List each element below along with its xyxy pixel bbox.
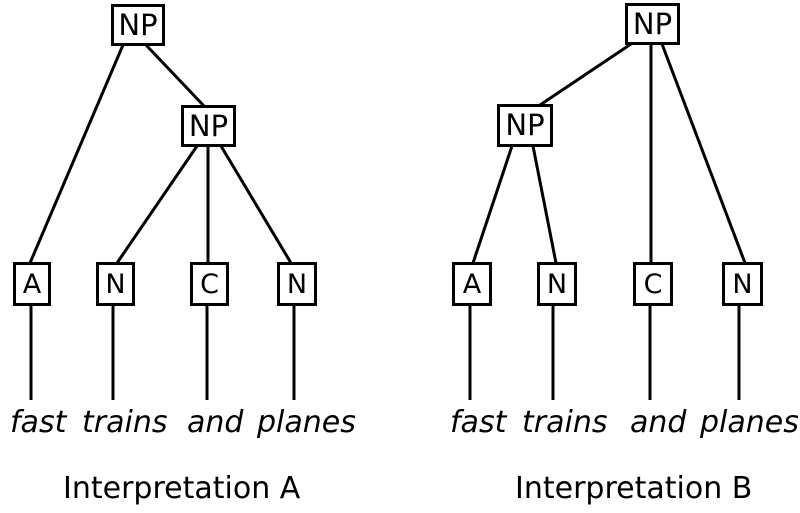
tree-a-word-fast: fast bbox=[10, 405, 67, 440]
tree-a-leaf-n2-node: N bbox=[277, 262, 317, 306]
edge-a-inner-to-leafN1 bbox=[115, 145, 199, 264]
tree-b-word-trains: trains bbox=[522, 405, 608, 440]
edge-a-inner-to-leafN2 bbox=[219, 145, 293, 264]
tree-b-word-planes: planes bbox=[700, 405, 799, 440]
tree-a-word-planes: planes bbox=[257, 405, 356, 440]
edge-b-inner-to-leafA bbox=[471, 145, 514, 264]
tree-b-root-np-node: NP bbox=[625, 3, 680, 45]
edge-b-root-to-leafN2 bbox=[660, 43, 747, 264]
tree-a-leaf-n1-node: N bbox=[96, 262, 135, 306]
tree-b-word-and: and bbox=[630, 405, 687, 440]
tree-a-word-and: and bbox=[187, 405, 244, 440]
tree-b-word-fast: fast bbox=[450, 405, 507, 440]
edge-b-root-to-inner bbox=[539, 42, 632, 107]
tree-b-leaf-n1-node: N bbox=[537, 262, 577, 306]
tree-a-inner-np-node: NP bbox=[181, 105, 236, 147]
edge-a-root-to-leafA bbox=[28, 44, 125, 264]
tree-b-leaf-n2-node: N bbox=[722, 262, 763, 306]
edge-b-inner-to-leafN1 bbox=[531, 145, 558, 264]
tree-a-root-np-node: NP bbox=[111, 4, 165, 46]
tree-b-caption: Interpretation B bbox=[515, 471, 753, 506]
tree-a-caption: Interpretation A bbox=[63, 471, 301, 506]
edge-a-root-to-inner bbox=[144, 43, 206, 108]
tree-a-word-trains: trains bbox=[82, 405, 168, 440]
tree-a-leaf-a-node: A bbox=[13, 262, 51, 306]
tree-a-leaf-c-node: C bbox=[190, 262, 229, 306]
tree-b-inner-np-node: NP bbox=[497, 104, 553, 147]
tree-b-leaf-c-node: C bbox=[633, 262, 673, 306]
tree-b-leaf-a-node: A bbox=[452, 262, 492, 306]
